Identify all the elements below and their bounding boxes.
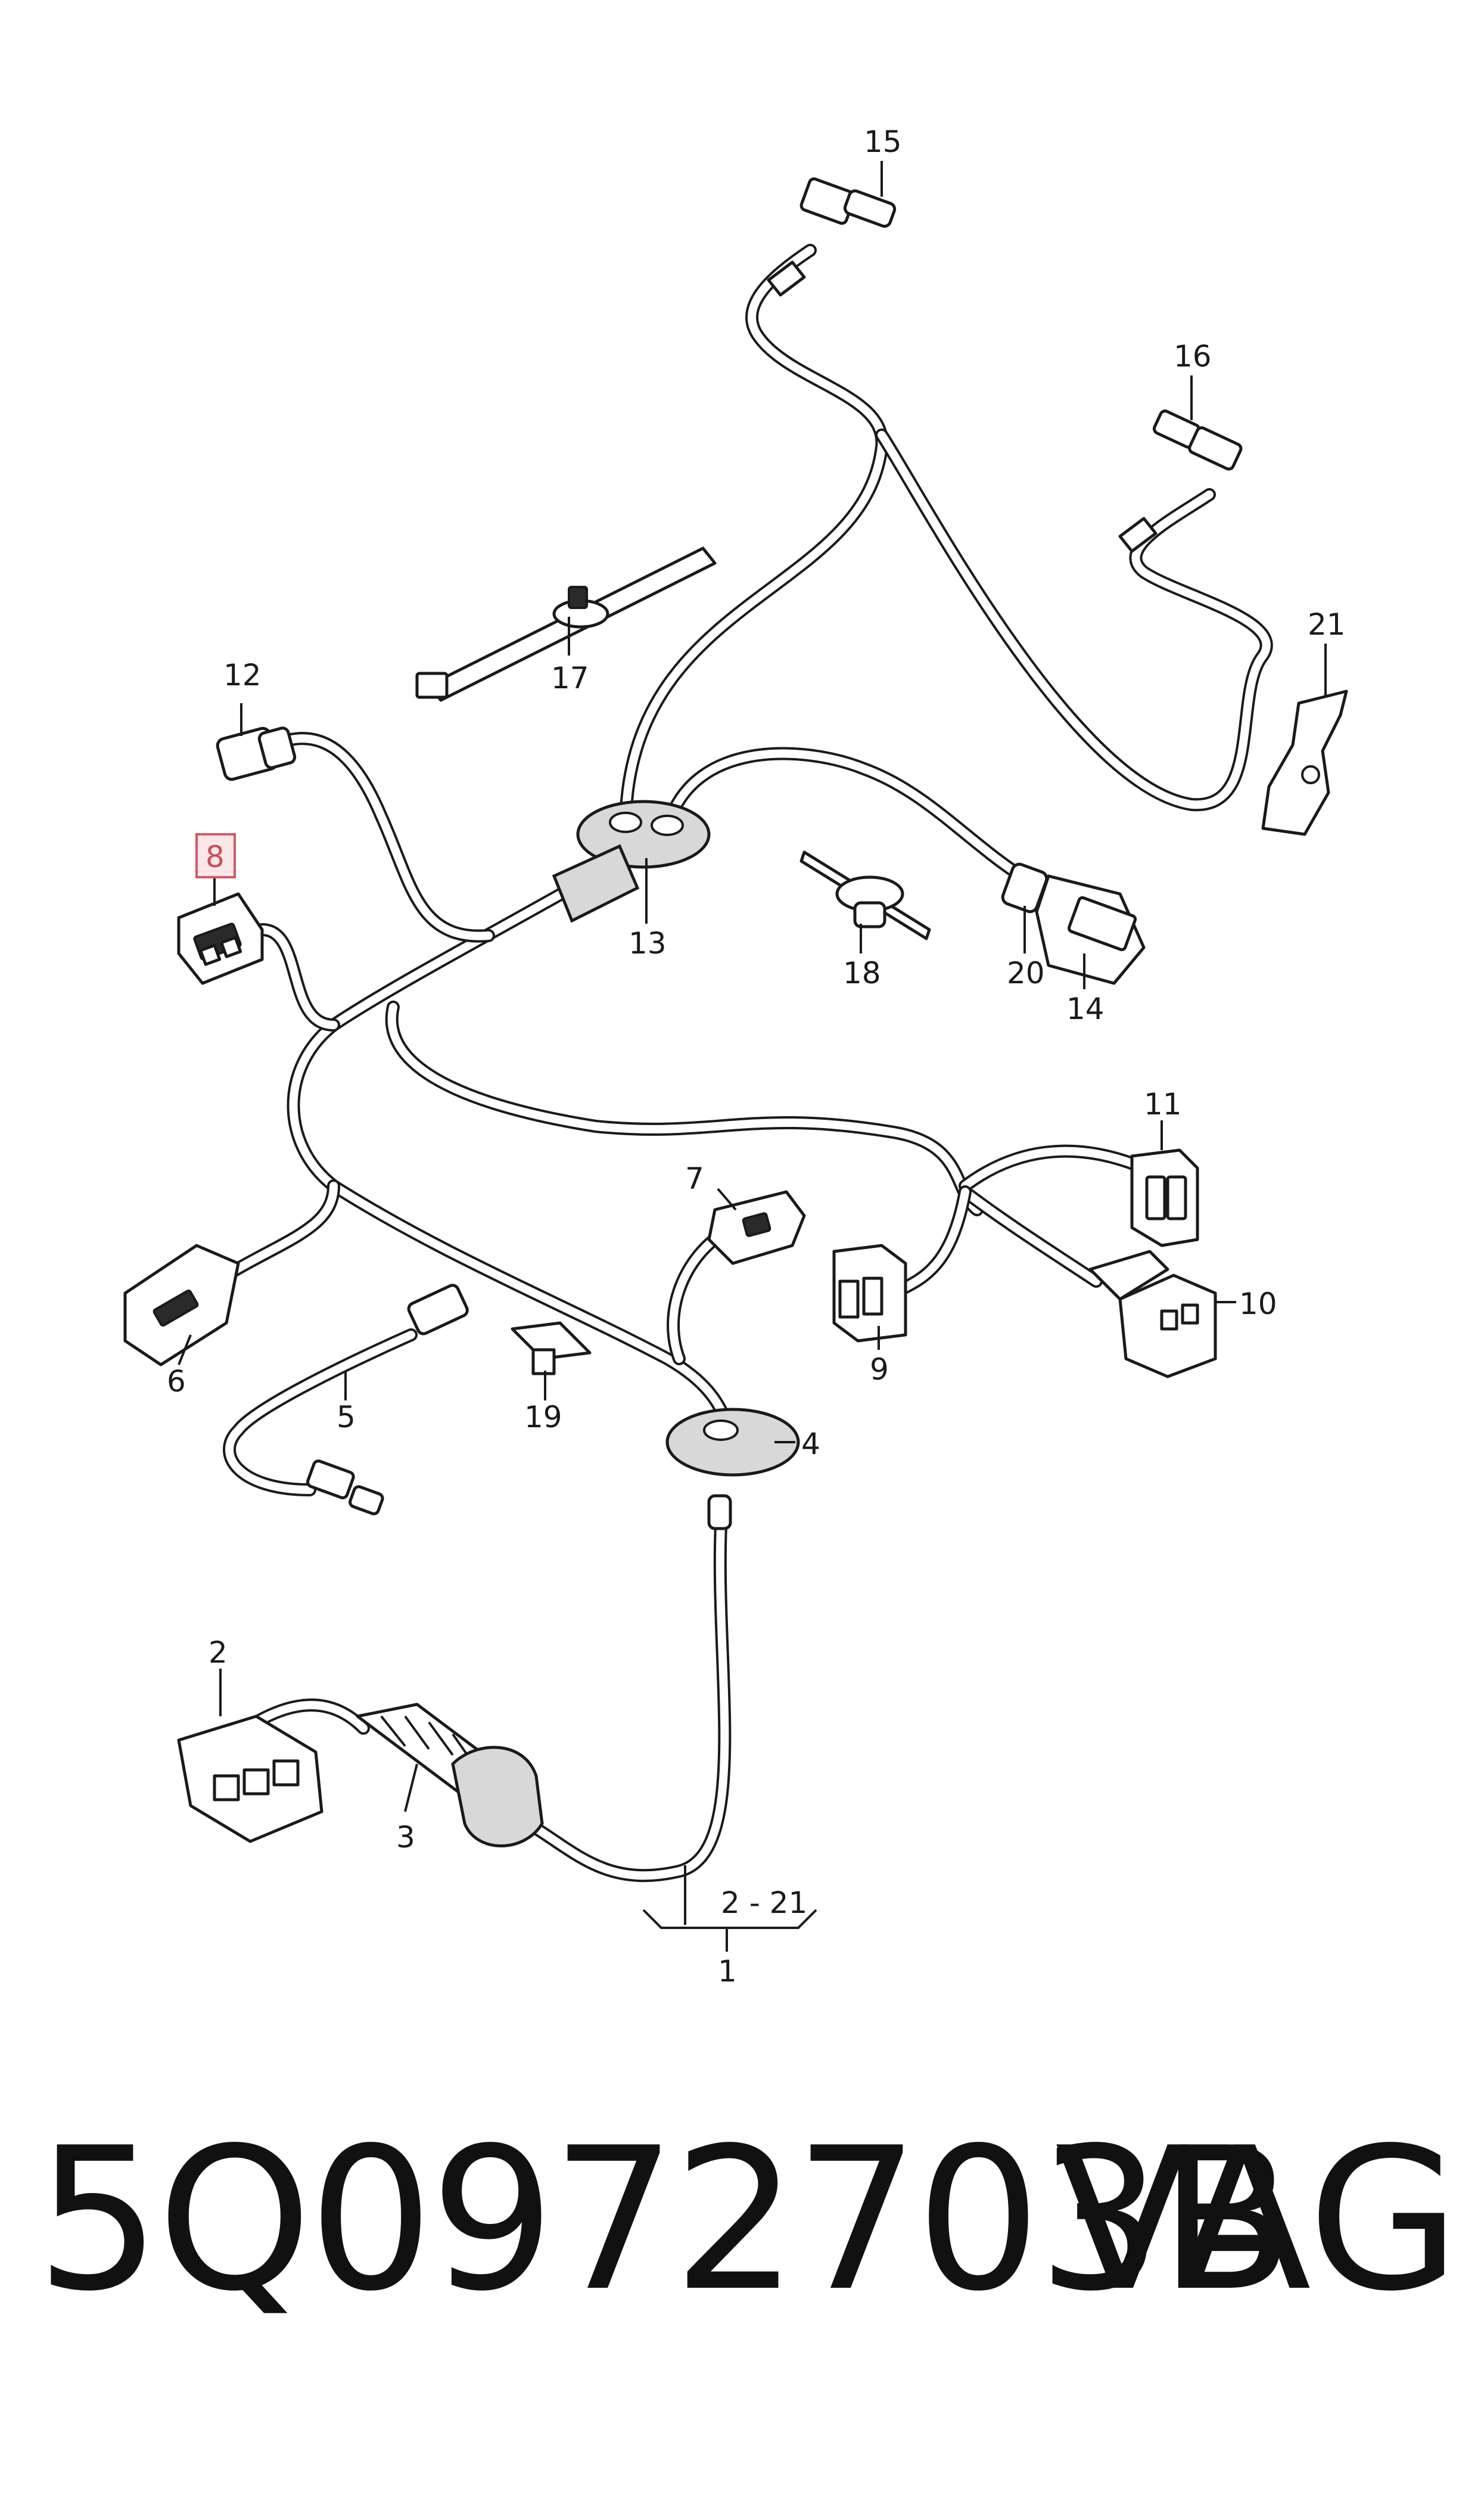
callout-13: 13 <box>629 926 667 961</box>
clip-18 <box>799 850 931 940</box>
connector-11 <box>1130 1148 1199 1247</box>
callout-19: 19 <box>524 1400 562 1434</box>
connector-10 <box>1088 1250 1217 1378</box>
callout-6: 6 <box>167 1364 186 1399</box>
bellows-3 <box>356 1703 544 1847</box>
part-number: 5Q0972703B <box>36 2105 1294 2334</box>
callout-4: 4 <box>801 1427 820 1461</box>
connector-12 <box>216 726 297 781</box>
connector-7 <box>707 1190 806 1265</box>
harness-wires <box>220 244 1273 1883</box>
callout-15: 15 <box>864 125 902 159</box>
callout-18: 18 <box>843 956 881 990</box>
sensor-5 <box>306 1284 469 1515</box>
callout-17: 17 <box>551 661 589 695</box>
leader-lines <box>178 161 1327 1952</box>
sensor-16 <box>1118 409 1243 553</box>
callout-12: 12 <box>223 658 262 692</box>
bracket-21 <box>1261 689 1348 836</box>
callout-14: 14 <box>1066 992 1105 1026</box>
callout-8: 8 <box>206 840 225 874</box>
footer: 5Q0972703B VAG <box>0 2122 1484 2455</box>
callout-21: 21 <box>1308 607 1346 642</box>
callout-2: 2 <box>209 1635 228 1670</box>
grommet-4 <box>665 1408 800 1530</box>
callout-16: 16 <box>1174 339 1212 374</box>
cable-tie-17 <box>415 546 717 702</box>
brand-label: VAG <box>1054 2105 1460 2334</box>
callout-5: 5 <box>337 1400 356 1434</box>
callout-8-highlight <box>195 833 236 878</box>
connector-6 <box>123 1244 240 1366</box>
callout-10: 10 <box>1239 1287 1277 1321</box>
clip-19 <box>511 1321 592 1375</box>
connector-9 <box>832 1244 907 1343</box>
sensor-15 <box>767 177 897 297</box>
connector-20-14 <box>1001 862 1146 985</box>
callout-1: 1 <box>718 1954 737 1989</box>
callout-3: 3 <box>396 1820 415 1855</box>
callout-11: 11 <box>1144 1087 1182 1122</box>
callout-7: 7 <box>685 1161 704 1196</box>
connector-8 <box>177 892 264 985</box>
callout-range: 2 - 21 <box>721 1886 807 1920</box>
connector-2 <box>177 1714 323 1843</box>
callout-labels: 15 16 21 17 12 8 13 18 20 14 11 7 10 9 6… <box>167 125 1346 1989</box>
callout-20: 20 <box>1007 956 1045 990</box>
grommet-13 <box>552 800 711 923</box>
wiring-harness-diagram: 15 16 21 17 12 8 13 18 20 14 11 7 10 9 6… <box>123 125 1348 1989</box>
callout-9: 9 <box>870 1352 889 1387</box>
